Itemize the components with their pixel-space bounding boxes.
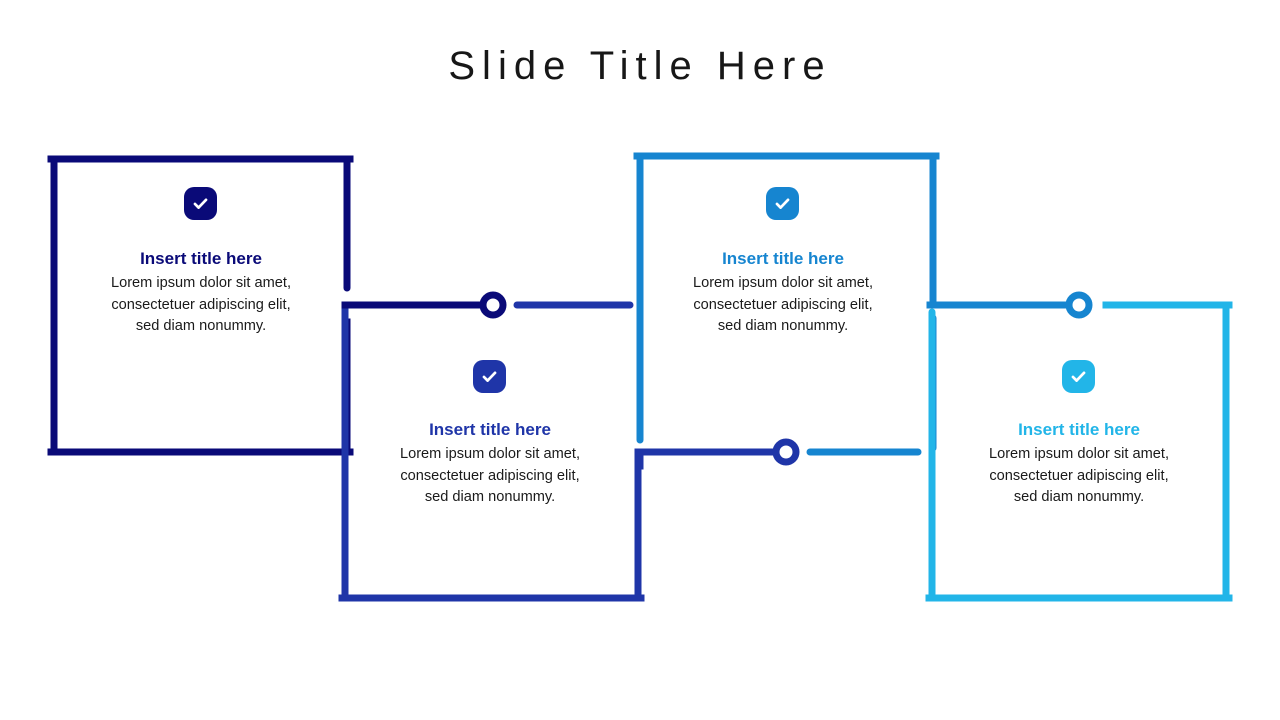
card-4-check-badge-icon [1062, 360, 1095, 393]
card-1-text: Insert title here Lorem ipsum dolor sit … [51, 248, 351, 338]
connector-1-node [479, 291, 507, 319]
card-3-body: Lorem ipsum dolor sit amet, consectetuer… [692, 275, 874, 334]
connector-2-node [772, 438, 800, 466]
connector-1 [343, 291, 634, 319]
card-1-check-badge-icon [184, 187, 217, 220]
connector-3-node [1065, 291, 1093, 319]
card-2-text: Insert title here Lorem ipsum dolor sit … [340, 419, 640, 509]
card-4-title: Insert title here [1018, 420, 1140, 439]
card-4-text: Insert title here Lorem ipsum dolor sit … [929, 419, 1229, 509]
card-3-title: Insert title here [722, 249, 844, 268]
card-2-frame [338, 301, 645, 602]
card-1-body: Lorem ipsum dolor sit amet, consectetuer… [110, 275, 292, 334]
card-4-body: Lorem ipsum dolor sit amet, consectetuer… [988, 446, 1170, 505]
card-3-check-badge-icon [766, 187, 799, 220]
card-1-title: Insert title here [140, 249, 262, 268]
connector-2 [636, 438, 922, 470]
card-2-title: Insert title here [429, 420, 551, 439]
card-3-text: Insert title here Lorem ipsum dolor sit … [633, 248, 933, 338]
card-4-frame [925, 291, 1233, 602]
card-2-body: Lorem ipsum dolor sit amet, consectetuer… [399, 446, 581, 505]
page-title: Slide Title Here [448, 44, 832, 88]
card-2-check-badge-icon [473, 360, 506, 393]
